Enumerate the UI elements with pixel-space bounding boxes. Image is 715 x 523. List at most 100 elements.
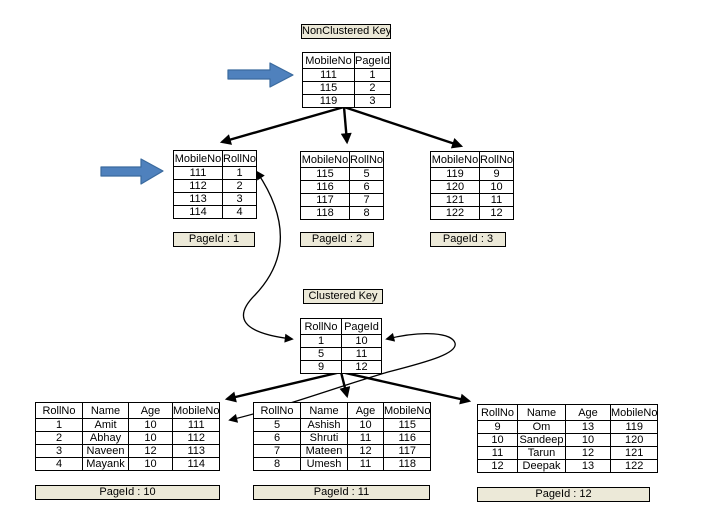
table-cell: 5 <box>253 418 301 432</box>
table-cell: 121 <box>609 446 659 460</box>
column-header: MobileNo <box>302 52 355 69</box>
page-label-10: PageId : 10 <box>35 485 220 500</box>
column-header: RollNo <box>221 150 258 167</box>
table-cell: 118 <box>382 457 432 471</box>
page-label-3: PageId : 3 <box>430 232 506 247</box>
arrow-ncroot-to-page2 <box>340 106 352 145</box>
table-cell: 4 <box>35 457 83 471</box>
column-header: Name <box>82 402 129 419</box>
table-cell: 12 <box>477 459 518 473</box>
table-cell: Abhay <box>82 431 129 445</box>
table-cell: Om <box>517 420 566 434</box>
table-cell: 113 <box>173 192 223 206</box>
table-cell: 120 <box>609 433 659 447</box>
column-header: MobileNo <box>173 150 223 167</box>
table-cell: 2 <box>354 81 391 95</box>
table-cell: 114 <box>173 205 223 219</box>
table-cell: 13 <box>565 420 611 434</box>
table-cell: 7 <box>348 193 385 207</box>
table-cell: Deepak <box>517 459 566 473</box>
table-cell: 112 <box>173 179 223 193</box>
arrow-ckroot-to-page12 <box>340 370 472 405</box>
arrow-ncroot-to-page3 <box>343 105 464 149</box>
table-cell: Shruti <box>300 431 348 445</box>
table-cell: 10 <box>128 457 173 471</box>
column-header: Age <box>128 402 173 419</box>
page-label-1: PageId : 1 <box>173 232 255 247</box>
table-cell: Tarun <box>517 446 566 460</box>
table-cell: 111 <box>173 166 223 180</box>
nonclustered-key-label: NonClustered Key <box>301 24 392 39</box>
arrow-ckroot-to-page11 <box>339 371 351 399</box>
table-cell: 117 <box>382 444 432 458</box>
table-cell: 10 <box>565 433 611 447</box>
table-cell: 122 <box>430 206 480 220</box>
table-cell: 13 <box>565 459 611 473</box>
table-cell: 2 <box>35 431 83 445</box>
table-cell: 10 <box>478 180 515 194</box>
table-cell: 118 <box>300 206 350 220</box>
table-cell: 11 <box>477 446 518 460</box>
table-cell: 6 <box>348 180 385 194</box>
column-header: MobileNo <box>171 402 221 419</box>
table-cell: 6 <box>253 431 301 445</box>
arrow-ncleaf1-to-ckroot <box>242 170 294 343</box>
table-cell: Sandeep <box>517 433 566 447</box>
table-cell: Amit <box>82 418 129 432</box>
table-cell: 10 <box>128 418 173 432</box>
column-header: Name <box>517 404 566 421</box>
column-header: MobileNo <box>300 151 350 168</box>
table-cell: 121 <box>430 193 480 207</box>
table-cell: Mayank <box>82 457 129 471</box>
table-cell: 115 <box>300 167 350 181</box>
table-cell: 12 <box>347 444 384 458</box>
column-header: RollNo <box>477 404 518 421</box>
table-cell: 10 <box>341 334 382 348</box>
column-header: PageId <box>341 318 382 335</box>
page-label-2: PageId : 2 <box>300 232 374 247</box>
table-cell: 10 <box>128 431 173 445</box>
column-header: MobileNo <box>430 151 480 168</box>
column-header: RollNo <box>300 318 342 335</box>
table-cell: 11 <box>347 457 384 471</box>
table-cell: 12 <box>565 446 611 460</box>
page-label-12: PageId : 12 <box>477 487 650 502</box>
table-cell: 112 <box>171 431 221 445</box>
table-cell: 111 <box>171 418 221 432</box>
page-label-11: PageId : 11 <box>253 485 430 500</box>
table-cell: 11 <box>478 193 515 207</box>
